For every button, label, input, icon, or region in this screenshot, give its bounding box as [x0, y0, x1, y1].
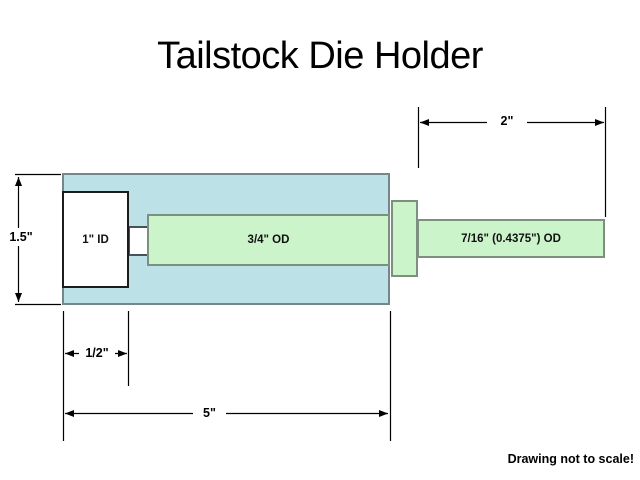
not-to-scale-note: Drawing not to scale!: [507, 452, 634, 466]
shaft-label: 7/16" (0.4375") OD: [461, 232, 561, 245]
dim-bore-depth-label: 1/2": [79, 345, 115, 361]
shaft-collar-rect: [391, 200, 418, 277]
dim-bore-depth-lines: [62, 311, 130, 441]
id-bore-label: 1" ID: [82, 233, 109, 246]
page-title: Tailstock Die Holder: [157, 35, 483, 77]
dim-body-length-lines: [65, 311, 392, 441]
shaft-rect: 7/16" (0.4375") OD: [417, 219, 605, 258]
id-bore-rect: 1" ID: [62, 191, 129, 288]
dim-body-length-label: 5": [193, 405, 226, 421]
die-rod-label: 3/4" OD: [247, 234, 290, 246]
dim-shaft-length-label: 2": [487, 112, 527, 129]
die-rod-rect: 3/4" OD: [147, 214, 390, 266]
dim-height-label: 1.5": [1, 228, 41, 246]
